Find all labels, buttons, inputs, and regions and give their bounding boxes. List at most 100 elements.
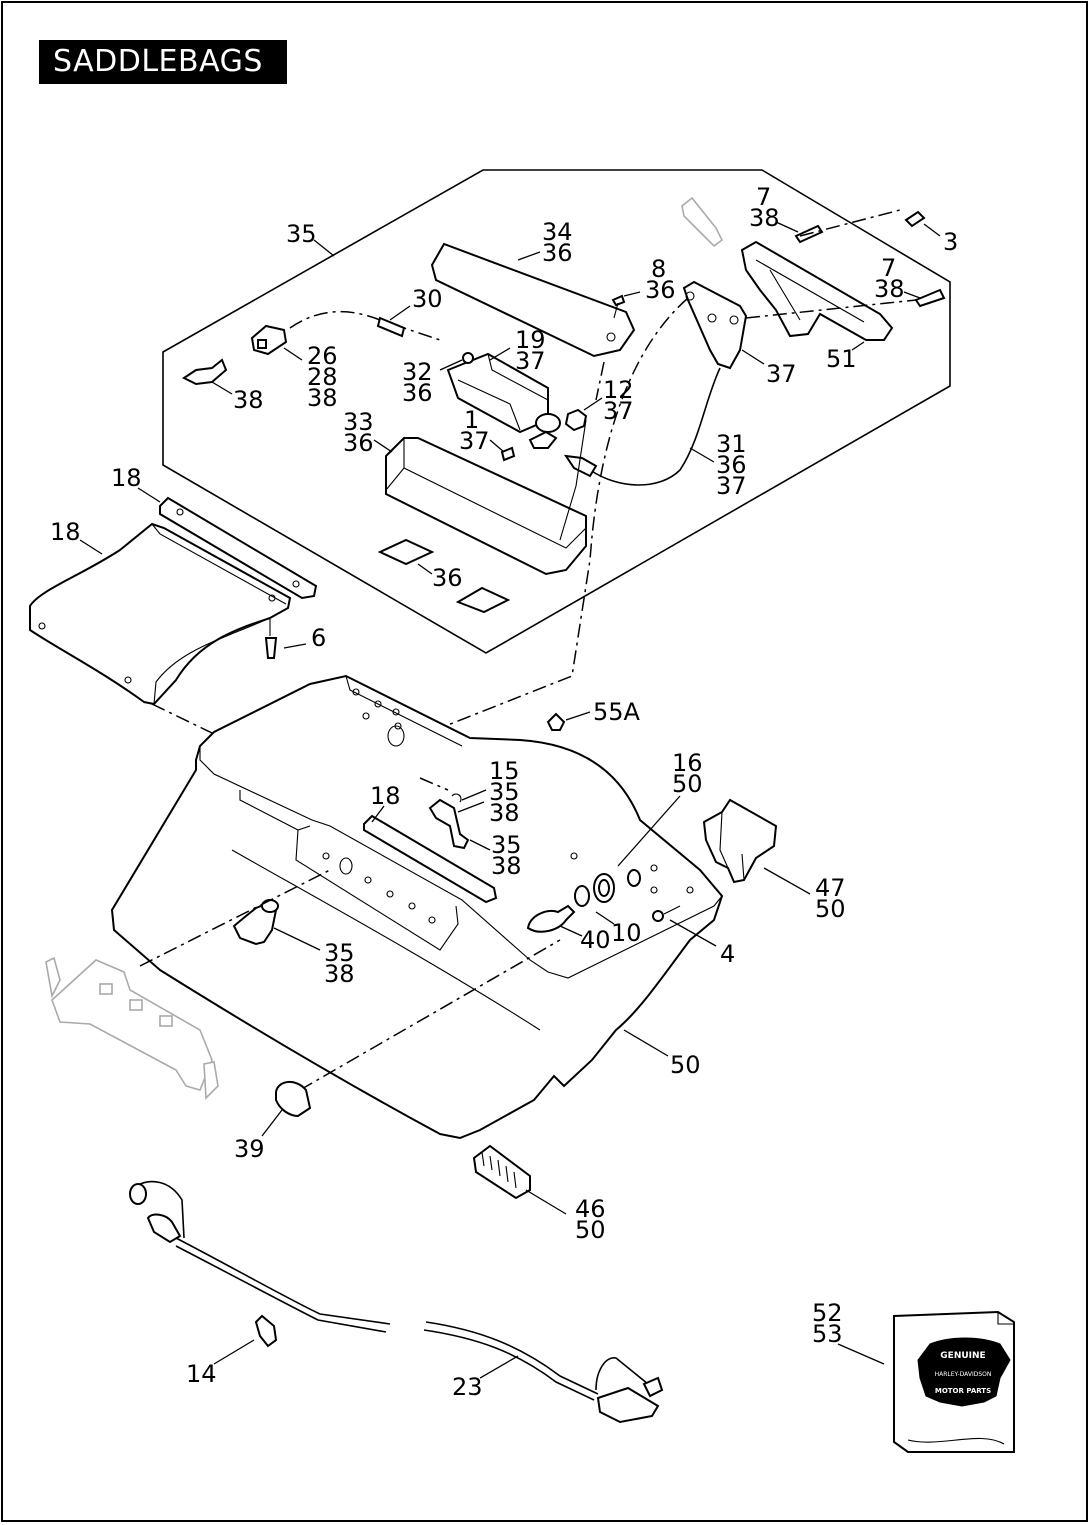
callout-7-a: 7 <box>756 183 771 211</box>
callout-7-b-sub: 38 <box>874 275 905 303</box>
callout-15: 15 <box>489 757 520 785</box>
callout-7-b: 7 <box>881 254 896 282</box>
callout-36-pads: 36 <box>432 564 463 592</box>
badge-brand: HARLEY-DAVIDSON <box>935 1371 992 1378</box>
part-47-bracket <box>702 798 778 884</box>
callout-47: 47 <box>815 874 846 902</box>
part-26-connector <box>250 324 288 356</box>
callout-19: 19 <box>515 326 546 354</box>
part-18-flap <box>29 522 292 706</box>
callout-18-flap: 18 <box>50 518 81 546</box>
callout-1: 1 <box>464 406 479 434</box>
callout-38-left: 38 <box>233 386 264 414</box>
callout-35-hook-sub: 38 <box>491 852 522 880</box>
part-34-lid-plate <box>430 242 636 358</box>
callout-52-sub: 53 <box>812 1320 843 1348</box>
callout-18-bag: 18 <box>370 782 401 810</box>
part-33-tray <box>385 419 587 576</box>
part-51-handle <box>740 240 894 341</box>
part-31-cable-end <box>563 454 598 478</box>
callout-35-clip: 35 <box>324 939 355 967</box>
callout-26-sub1: 28 <box>307 363 338 391</box>
callout-labels: 35 34 36 7 38 3 7 38 8 36 30 26 28 38 38… <box>50 183 958 1401</box>
callout-34-sub: 36 <box>542 239 573 267</box>
bar-shield-logo <box>917 1337 1011 1407</box>
callout-7-a-sub: 38 <box>749 204 780 232</box>
part-36-pad-a <box>377 538 435 566</box>
callout-39: 39 <box>234 1135 265 1163</box>
part-46-spring <box>472 1144 531 1200</box>
part-37-bracket <box>681 196 748 370</box>
callout-16: 16 <box>672 749 703 777</box>
callout-19-sub: 37 <box>515 347 546 375</box>
callout-40: 40 <box>580 926 611 954</box>
part-19-latch-body <box>446 352 561 434</box>
alignment-line-f <box>139 869 331 967</box>
callout-34: 34 <box>542 218 573 246</box>
callout-32: 32 <box>402 358 433 386</box>
genuine-parts-package: GENUINE HARLEY-DAVIDSON MOTOR PARTS <box>893 1310 1015 1453</box>
part-3-screw <box>904 210 926 228</box>
callout-4: 4 <box>720 940 735 968</box>
callout-47-sub: 50 <box>815 895 846 923</box>
part-8-screw <box>611 294 626 319</box>
callout-51: 51 <box>826 345 857 373</box>
part-1-screw <box>500 430 558 462</box>
callout-33-sub: 36 <box>343 429 374 457</box>
callout-50: 50 <box>670 1051 701 1079</box>
part-14-clip <box>254 1314 278 1348</box>
part-35-eclip <box>451 793 462 803</box>
part-23-harness <box>129 1180 664 1424</box>
part-31-cable <box>589 367 721 486</box>
ghost-latch-mechanism <box>45 956 219 1100</box>
part-36-pad-b <box>455 586 511 614</box>
part-30-wire-end <box>376 316 406 338</box>
part-18-bag-strap <box>363 814 498 904</box>
alignment-line-g <box>299 939 561 1091</box>
callout-35-hook: 35 <box>491 831 522 859</box>
callout-15-sub1: 35 <box>489 778 520 806</box>
part-39-cap <box>275 1081 312 1118</box>
latch-assembly-outline <box>162 169 951 654</box>
callout-33: 33 <box>343 408 374 436</box>
callout-31-sub2: 37 <box>716 472 747 500</box>
alignment-line-d <box>595 361 605 401</box>
part-12-nut <box>564 408 588 432</box>
callout-8: 8 <box>651 255 666 283</box>
callout-32-sub: 36 <box>402 379 433 407</box>
callout-52: 52 <box>812 1299 843 1327</box>
badge-genuine: GENUINE <box>940 1351 985 1361</box>
callout-16-sub: 50 <box>672 770 703 798</box>
part-40-pin <box>526 904 576 933</box>
part-38-clip <box>182 358 228 386</box>
leader-lines <box>79 221 941 1379</box>
callout-35-clip-sub: 38 <box>324 960 355 988</box>
part-15-hook <box>428 798 470 850</box>
callout-46-sub: 50 <box>575 1216 606 1244</box>
callout-18-strap: 18 <box>111 464 142 492</box>
callout-12-sub: 37 <box>603 397 634 425</box>
callout-3: 3 <box>943 228 958 256</box>
callout-26-sub2: 38 <box>307 384 338 412</box>
callout-8-sub: 36 <box>645 276 676 304</box>
callout-55a: 55A <box>593 698 641 726</box>
part-55a-fastener <box>546 712 566 731</box>
part-50-saddlebag <box>110 674 724 1140</box>
part-18-strap <box>159 496 318 600</box>
alignment-line-h <box>419 777 449 791</box>
callout-26: 26 <box>307 342 338 370</box>
part-4-screw <box>652 905 681 922</box>
callout-46: 46 <box>575 1195 606 1223</box>
callout-15-sub2: 38 <box>489 799 520 827</box>
alignment-line-b <box>745 299 917 319</box>
part-10-washer <box>574 885 590 907</box>
page-title: SADDLEBAGS <box>39 40 287 84</box>
callout-6: 6 <box>311 624 326 652</box>
callout-14: 14 <box>186 1360 217 1388</box>
part-6-screw <box>264 618 278 659</box>
callout-31-sub1: 36 <box>716 451 747 479</box>
callout-12: 12 <box>603 376 634 404</box>
callout-1-sub: 37 <box>459 427 490 455</box>
